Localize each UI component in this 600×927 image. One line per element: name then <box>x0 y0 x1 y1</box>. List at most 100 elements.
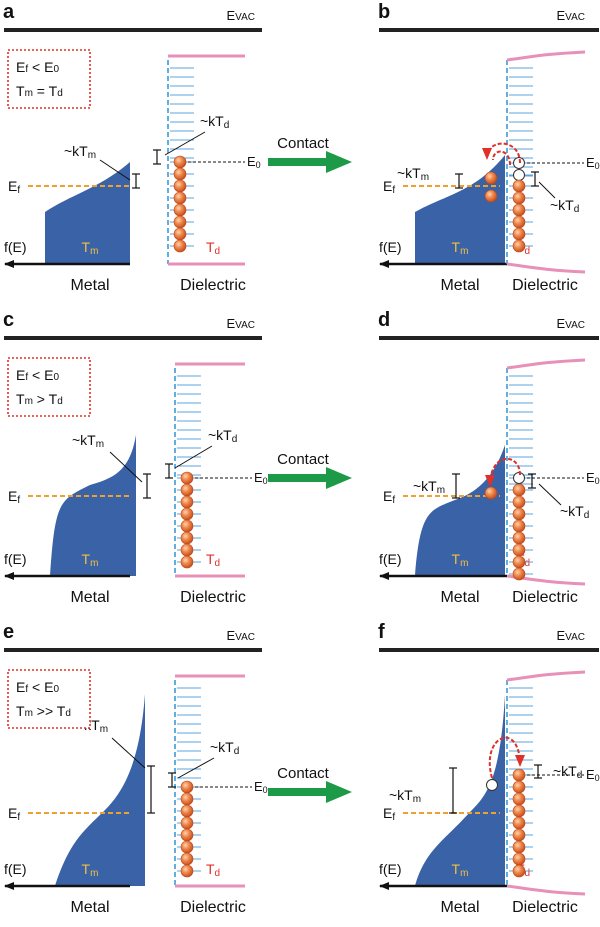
vacuum-level-bar <box>4 28 262 32</box>
electron-hop-arrow <box>488 736 525 779</box>
evac-label: EVAC <box>227 628 256 643</box>
panel-letter: f <box>378 621 385 643</box>
ktm-label: ~kTm <box>413 478 445 496</box>
electron <box>180 780 194 794</box>
contact-label: Contact <box>277 451 330 468</box>
ktd-pointer <box>538 181 556 199</box>
panel-letter: a <box>3 1 15 23</box>
electron <box>512 828 526 842</box>
ktd-label: ~kTd <box>550 197 579 215</box>
electron <box>180 828 194 842</box>
e0-label: E0 <box>586 470 600 486</box>
metal-label: Metal <box>440 899 479 916</box>
metal-distribution-curve <box>415 445 505 576</box>
ktd-pointer <box>177 757 215 779</box>
electron <box>484 171 498 185</box>
hole <box>513 169 525 181</box>
electron <box>180 792 194 806</box>
tm-label: Tm <box>452 239 469 257</box>
ef-label: Ef <box>8 805 20 823</box>
evac-label: EVAC <box>557 8 586 23</box>
electron <box>512 768 526 782</box>
contact-arrow-shaft <box>268 788 326 796</box>
electron <box>512 239 526 253</box>
electron <box>512 543 526 557</box>
ktm-label: ~kTm <box>397 165 429 183</box>
evac-label: EVAC <box>227 8 256 23</box>
electron <box>512 567 526 581</box>
metal-label: Metal <box>70 589 109 606</box>
contact-arrow-head <box>326 151 352 173</box>
electron <box>180 852 194 866</box>
electron <box>512 780 526 794</box>
ktd-pointer <box>164 131 206 156</box>
electron <box>180 555 194 569</box>
vacuum-level-bar <box>379 336 599 340</box>
conduction-band-bottom <box>506 262 586 274</box>
conduction-band-top <box>506 358 586 370</box>
metal-label: Metal <box>440 277 479 294</box>
ef-label: Ef <box>383 488 395 506</box>
td-label: Td <box>206 861 220 879</box>
electron <box>180 495 194 509</box>
vacuum-level-bar <box>379 648 599 652</box>
ktd-label: ~kTd <box>560 503 589 521</box>
electron <box>173 179 187 193</box>
metal-label: Metal <box>70 277 109 294</box>
evac-label: EVAC <box>227 316 256 331</box>
contact-arrow-3: Contact <box>268 765 352 803</box>
e0-label: E0 <box>586 767 600 783</box>
tm-label: Tm <box>82 861 99 879</box>
e0-label: E0 <box>254 779 268 795</box>
metal-distribution-curve <box>415 695 505 886</box>
ef-label: Ef <box>8 178 20 196</box>
ktd-label: ~kTd <box>553 763 582 781</box>
ef-label: Ef <box>383 178 395 196</box>
electron <box>180 531 194 545</box>
contact-arrow-shaft <box>268 158 326 166</box>
dielectric-label: Dielectric <box>180 277 246 294</box>
evac-label: EVAC <box>557 628 586 643</box>
electron <box>512 519 526 533</box>
electron <box>512 227 526 241</box>
electron <box>512 495 526 509</box>
fe-axis-label: f(E) <box>4 239 27 255</box>
ktd-label: ~kTd <box>200 113 229 131</box>
electron-hop-arrow-inner <box>492 150 511 166</box>
electron <box>512 179 526 193</box>
electron <box>512 816 526 830</box>
condition-box <box>7 357 91 417</box>
metal-distribution-curve <box>415 155 505 264</box>
condition-line: Ef < E0 <box>16 367 59 383</box>
electron <box>512 483 526 497</box>
conduction-band-top <box>506 670 586 682</box>
electron <box>180 840 194 854</box>
ef-label: Ef <box>383 805 395 823</box>
electron <box>180 543 194 557</box>
contact-arrow-head <box>326 467 352 489</box>
panel-letter: b <box>378 1 390 23</box>
condition-line: Tm > Td <box>16 391 63 407</box>
metal-distribution-curve <box>55 694 145 886</box>
condition-line: Ef < E0 <box>16 59 59 75</box>
condition-line: Tm >> Td <box>16 703 71 719</box>
panel-letter: c <box>3 309 14 331</box>
ktm-pointer <box>99 159 131 181</box>
electron <box>173 239 187 253</box>
condition-line: Ef < E0 <box>16 679 59 695</box>
electron <box>180 507 194 521</box>
electron <box>512 555 526 569</box>
contact-arrow-1: Contact <box>268 135 352 173</box>
td-label: Td <box>206 551 220 569</box>
electron <box>484 486 498 500</box>
electron <box>173 203 187 217</box>
ef-label: Ef <box>8 488 20 506</box>
electron <box>512 203 526 217</box>
conduction-band-top <box>506 50 586 62</box>
dielectric-label: Dielectric <box>180 589 246 606</box>
fe-axis-label: f(E) <box>4 551 27 567</box>
contact-arrow-head <box>326 781 352 803</box>
